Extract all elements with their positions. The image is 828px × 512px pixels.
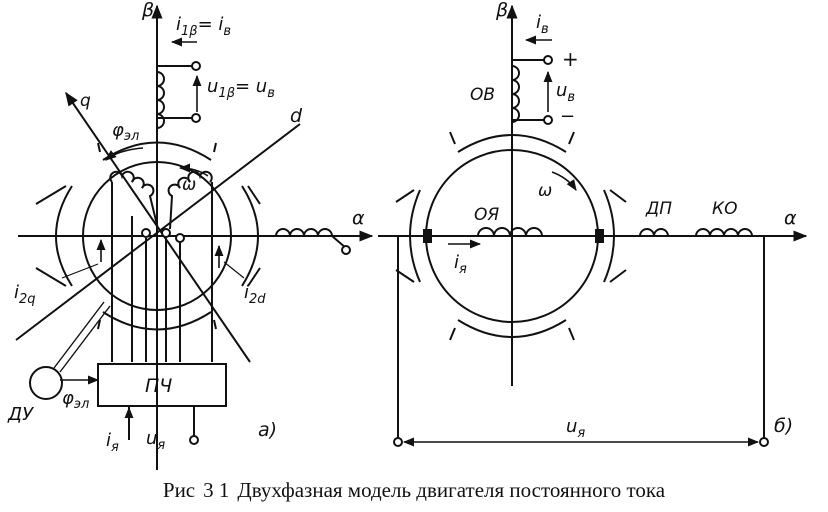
armature-current-label: iя — [454, 252, 467, 277]
d-label-a: d — [290, 105, 303, 127]
minus-label: − — [560, 106, 575, 127]
field-winding-label: ОВ — [470, 85, 495, 105]
stator-pole-left-a — [35, 185, 73, 287]
plus-label: + — [562, 47, 579, 71]
diagram-a — [15, 4, 374, 470]
beta-label-b: β — [495, 0, 508, 21]
caption-prefix: Рис — [162, 478, 196, 502]
beta-label-a: β — [141, 0, 154, 21]
angle2-label-a: φэл — [62, 388, 89, 412]
stator-pole-right-b — [603, 189, 627, 283]
angle-label-a: φэл — [112, 120, 139, 144]
omega-label-b: ω — [538, 181, 552, 201]
interpole-winding — [639, 228, 669, 237]
omega-label-a: ω — [182, 175, 196, 195]
q-label-a: q — [80, 91, 91, 111]
rotor-winding-q-a — [109, 170, 159, 230]
alpha-coil-a — [275, 228, 333, 237]
armature-winding-label: ОЯ — [474, 205, 499, 225]
labels-a: β α q d i1β= iв u1β= uв φэл ω i2q i2d ПЧ… — [7, 0, 365, 455]
converter-label: ПЧ — [145, 375, 172, 397]
field-current-label-b: iв — [536, 12, 549, 37]
brush-right — [595, 229, 604, 243]
stator-pole-right-a — [241, 185, 261, 287]
field-coil-b — [511, 65, 520, 123]
compensating-label: КО — [712, 199, 737, 219]
interpole-label: ДП — [645, 199, 672, 219]
armature-voltage-label: uя — [566, 416, 585, 441]
field-coil-beta-a — [156, 71, 165, 129]
rotor-winding-d-a — [167, 170, 213, 230]
d-axis-a — [15, 123, 301, 341]
figure-caption: Рис 3 1 Двухфазная модель двигателя постоя… — [0, 478, 828, 503]
sensor-label: ДУ — [7, 404, 34, 425]
stator-pole-bottom-b — [449, 319, 575, 341]
current-1beta-label: i1β= iв — [176, 14, 231, 39]
armature-winding — [477, 227, 543, 237]
input-voltage-label: uя — [146, 428, 165, 453]
compensating-winding — [695, 228, 753, 237]
figure: β α q d i1β= iв u1β= uв φэл ω i2q i2d ПЧ… — [7, 0, 808, 470]
current-2d-label: i2d — [244, 282, 266, 307]
brush-left — [423, 229, 432, 243]
diagram-b — [378, 4, 808, 447]
input-current-label: iя — [106, 430, 119, 455]
converter-box — [97, 363, 227, 407]
panel-label-a: а) — [258, 419, 277, 441]
alpha-label-b: α — [784, 207, 797, 229]
field-voltage-label-b: uв — [556, 80, 575, 105]
caption-number: 3 1 — [203, 478, 230, 502]
rotor-circle-a — [82, 161, 232, 311]
alpha-label-a: α — [352, 207, 365, 229]
caption-title: Двухфазная модель двигателя постоянного … — [237, 478, 666, 502]
stator-pole-top-b — [449, 131, 575, 153]
angle-sensor — [29, 366, 63, 400]
labels-b: β α iв ОВ + − uв ω ОЯ iя ДП КО uя б) — [454, 0, 797, 441]
stator-pole-bottom-a — [97, 311, 217, 331]
panel-label-b: б) — [774, 415, 793, 437]
current-2q-label: i2q — [14, 282, 36, 307]
voltage-1beta-label: u1β= uв — [207, 76, 275, 101]
